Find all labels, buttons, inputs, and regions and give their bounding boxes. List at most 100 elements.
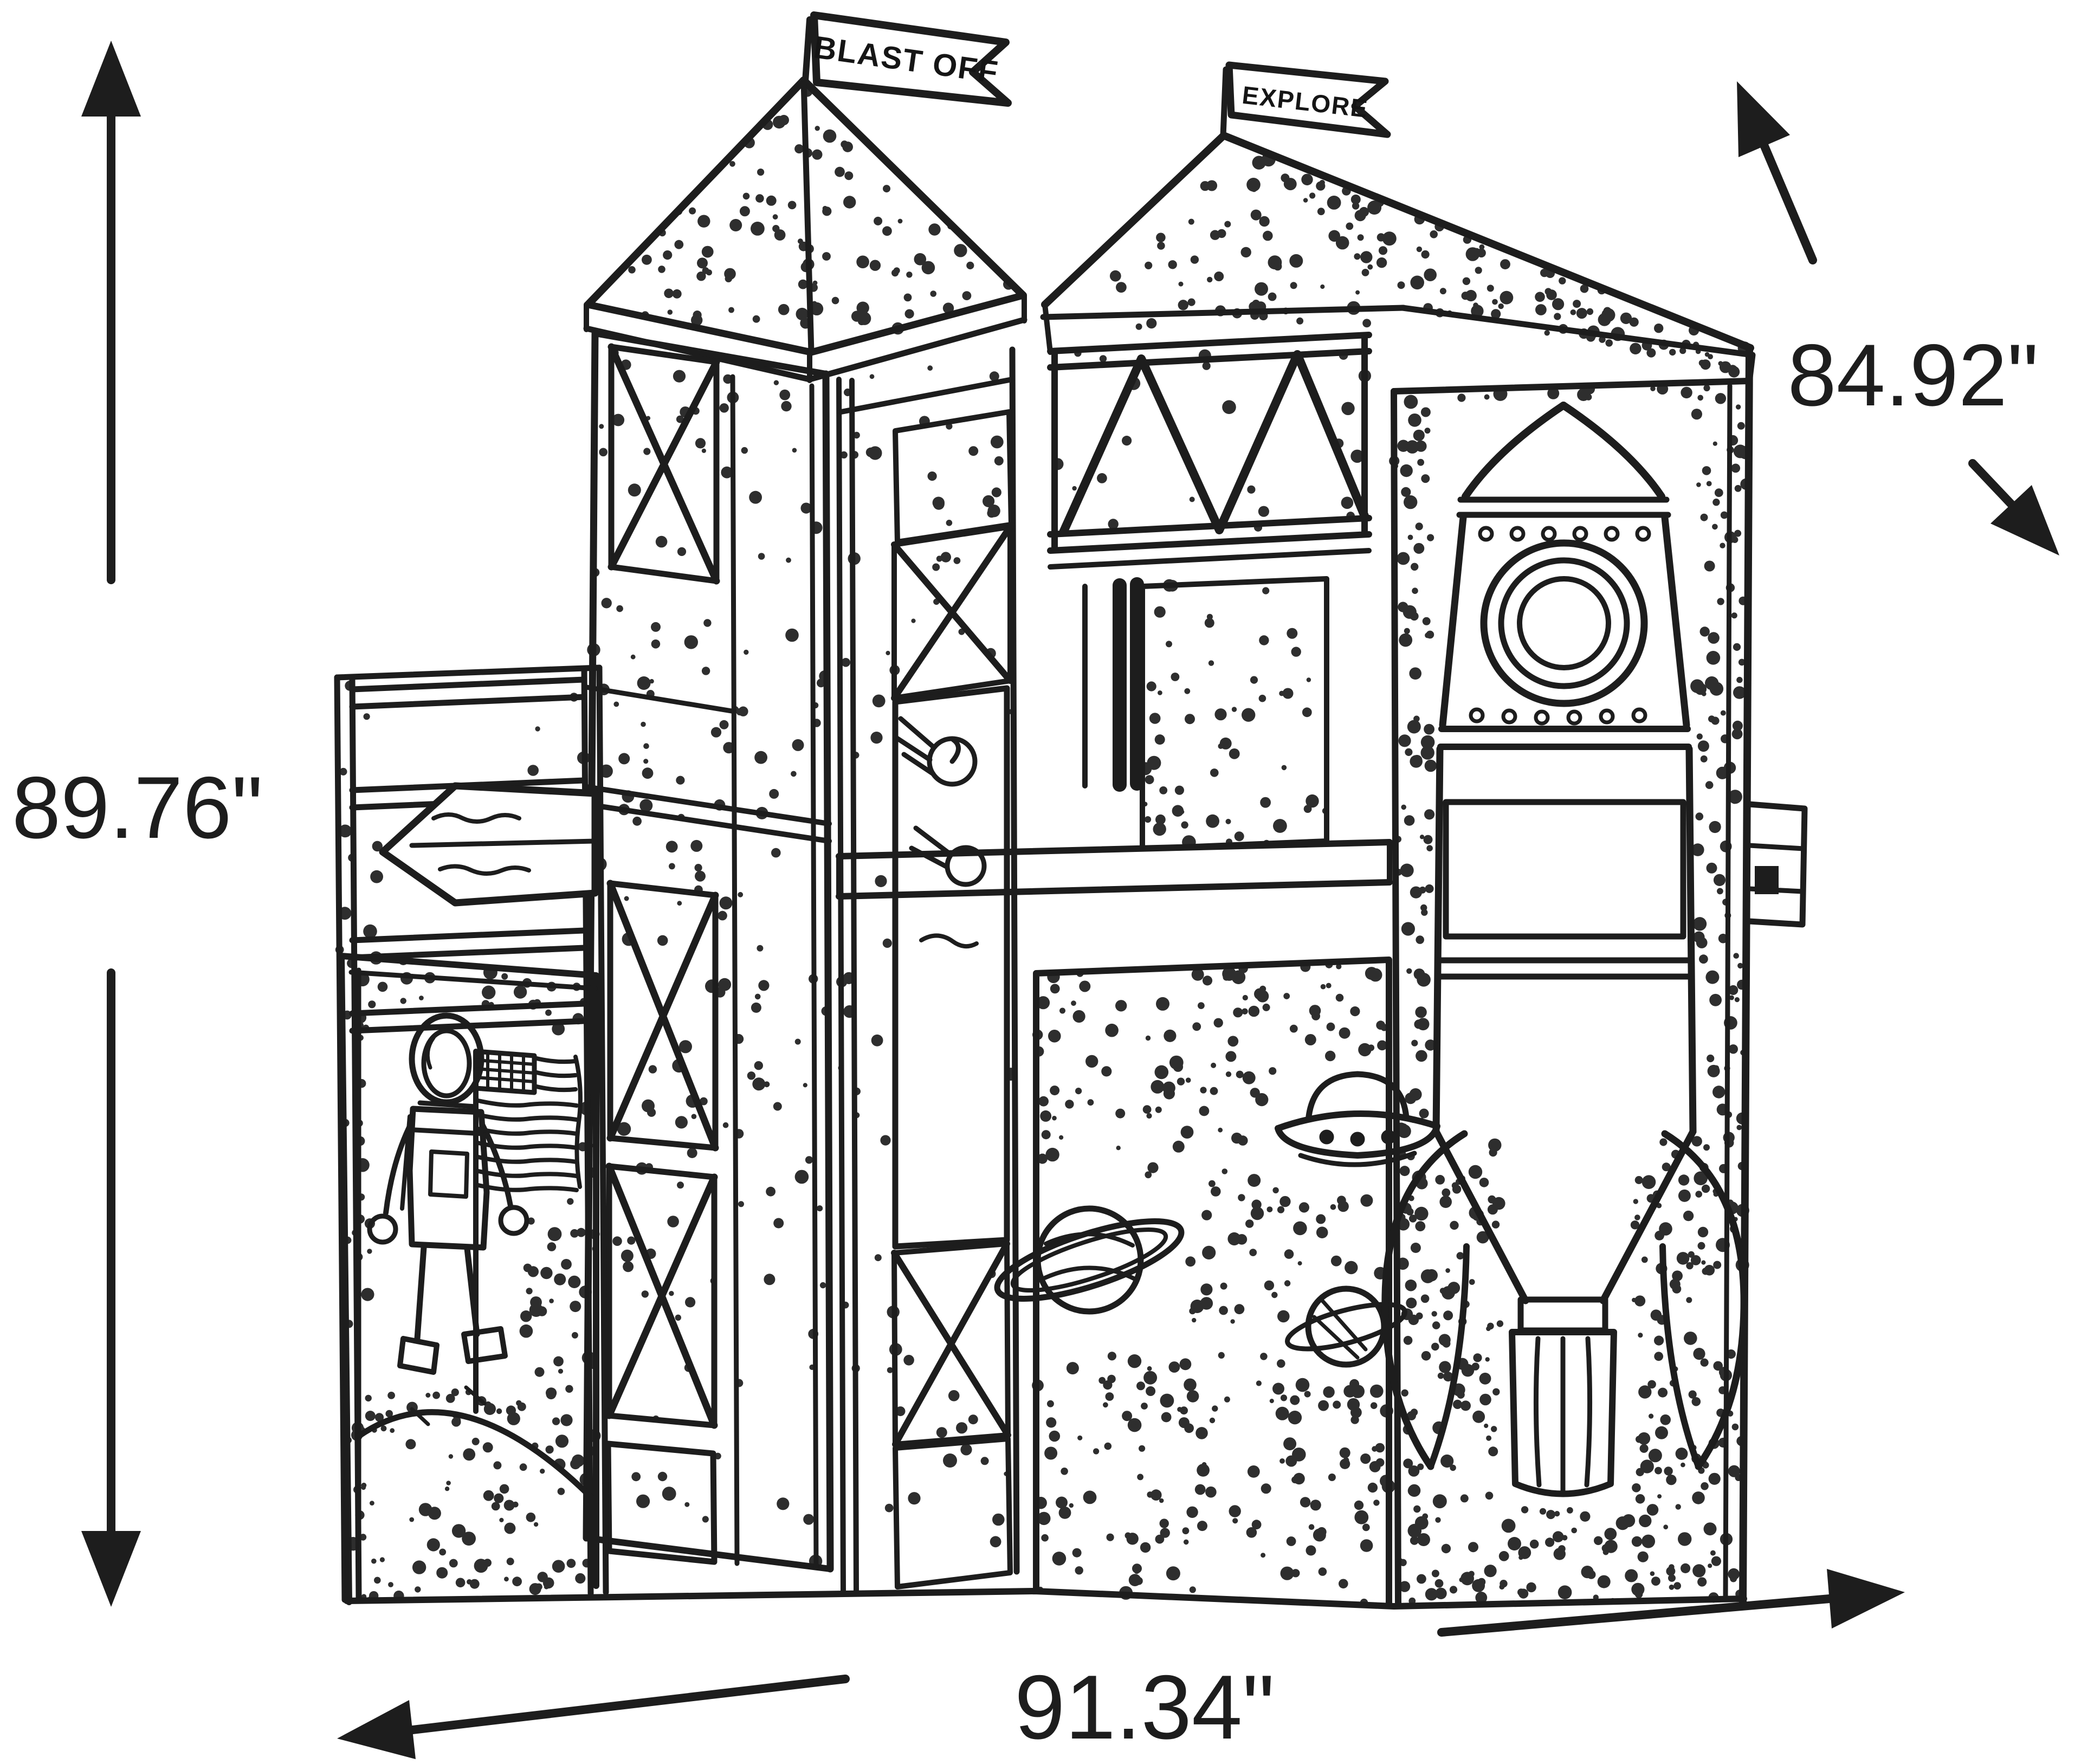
speckle-dot — [1702, 1268, 1709, 1275]
down-right-arrow-icon — [1990, 485, 2059, 555]
labels: 89.76" 84.92" 91.34" BLAST OFF EXPLORE — [12, 29, 2038, 1758]
speckle-dot — [1714, 488, 1723, 497]
speckle-dot — [1424, 809, 1435, 820]
speckle-dot — [1699, 954, 1708, 964]
speckle-dot — [1425, 884, 1434, 893]
speckle-dot — [1733, 444, 1747, 458]
speckle-dot — [1211, 1186, 1221, 1197]
speckle-dot — [451, 1388, 459, 1397]
speckle-dot — [1159, 1519, 1169, 1528]
speckle-dot — [1407, 1523, 1422, 1538]
speckle-dot — [1358, 1043, 1372, 1057]
speckle-dot — [1229, 1505, 1241, 1517]
speckle-dot — [779, 389, 791, 400]
speckle-dot — [1401, 922, 1415, 936]
speckle-dot — [1273, 819, 1287, 833]
speckle-dot — [1438, 1334, 1451, 1346]
speckle-dot — [1210, 768, 1219, 777]
speckle-dot — [1306, 794, 1319, 808]
speckle-dot — [409, 1517, 415, 1522]
speckle-dot — [871, 1034, 883, 1046]
speckle-dot — [506, 1558, 514, 1566]
speckle-dot — [856, 301, 869, 314]
speckle-dot — [774, 229, 786, 241]
speckle-dot — [684, 1502, 690, 1507]
speckle-dot — [1052, 1115, 1057, 1121]
speckle-dot — [1248, 1174, 1261, 1187]
speckle-dot — [1705, 781, 1714, 789]
speckle-dot — [891, 269, 899, 277]
speckle-dot — [1134, 1568, 1140, 1574]
speckle-dot — [773, 1102, 782, 1111]
speckle-dot — [897, 218, 903, 224]
speckle-dot — [844, 171, 854, 180]
astronaut — [367, 1012, 529, 1375]
speckle-dot — [1059, 1135, 1064, 1140]
speckle-dot — [1650, 386, 1656, 391]
speckle-dot — [1646, 1504, 1659, 1516]
speckle-dot — [1633, 1199, 1638, 1204]
speckle-dot — [1377, 1040, 1387, 1051]
speckle-dot — [1737, 962, 1743, 969]
speckle-dot — [439, 1548, 447, 1556]
speckle-dot — [869, 374, 875, 379]
speckle-dot — [1441, 1543, 1451, 1554]
speckle-dot — [1066, 1362, 1079, 1375]
speckle-dot — [1445, 1268, 1450, 1273]
speckle-dot — [1500, 259, 1510, 269]
speckle-dot — [1277, 1206, 1285, 1213]
speckle-dot — [469, 1579, 480, 1589]
speckle-dot — [747, 1071, 756, 1080]
speckle-dot — [1570, 309, 1576, 315]
speckle-dot — [1414, 1019, 1424, 1029]
speckle-dot — [791, 771, 797, 777]
speckle-dot — [921, 261, 935, 275]
speckle-dot — [1711, 1556, 1721, 1566]
speckle-dot — [1151, 1489, 1162, 1501]
speckle-dot — [367, 1249, 372, 1254]
speckle-dot — [1717, 888, 1723, 895]
speckle-dot — [655, 535, 668, 548]
speckle-dot — [1326, 983, 1332, 988]
speckle-dot — [520, 1310, 532, 1322]
speckle-dot — [1116, 282, 1127, 293]
speckle-dot — [1708, 1472, 1721, 1485]
speckle-dot — [1188, 218, 1194, 225]
speckle-dot — [1137, 1474, 1144, 1481]
speckle-dot — [875, 875, 887, 887]
speckle-dot — [552, 1560, 565, 1573]
speckle-dot — [1468, 1165, 1483, 1179]
speckle-dot — [843, 196, 856, 209]
speckle-dot — [1250, 209, 1262, 221]
speckle-dot — [1443, 1310, 1453, 1321]
speckle-dot — [1684, 1332, 1697, 1345]
right-house — [836, 132, 1808, 1608]
speckle-dot — [1701, 1260, 1706, 1265]
speckle-dot — [1691, 843, 1704, 856]
speckle-dot — [1416, 935, 1424, 944]
speckle-dot — [1370, 1402, 1378, 1409]
speckle-dot — [1146, 1386, 1156, 1396]
speckle-dot — [1545, 1537, 1555, 1547]
speckle-dot — [932, 496, 945, 509]
speckle-dot — [1184, 1378, 1197, 1392]
speckle-dot — [1546, 1510, 1556, 1520]
speckle-dot — [1346, 222, 1354, 230]
speckle-dot — [494, 1493, 504, 1503]
speckle-dot — [1274, 262, 1282, 271]
speckle-dot — [1378, 246, 1388, 255]
speckle-dot — [1605, 339, 1613, 347]
speckle-dot — [1197, 1521, 1207, 1532]
speckle-dot — [1573, 300, 1581, 308]
speckle-dot — [1250, 1206, 1264, 1220]
speckle-dot — [1263, 230, 1273, 241]
speckle-dot — [1246, 178, 1261, 192]
speckle-dot — [1571, 1527, 1577, 1534]
speckle-dot — [1697, 740, 1709, 752]
blast-off-flag — [802, 11, 1012, 107]
speckle-dot — [1135, 323, 1142, 330]
speckle-dot — [1713, 1261, 1722, 1269]
speckle-dot — [1220, 1282, 1227, 1290]
speckle-dot — [906, 272, 913, 278]
speckle-dot — [474, 1559, 488, 1573]
